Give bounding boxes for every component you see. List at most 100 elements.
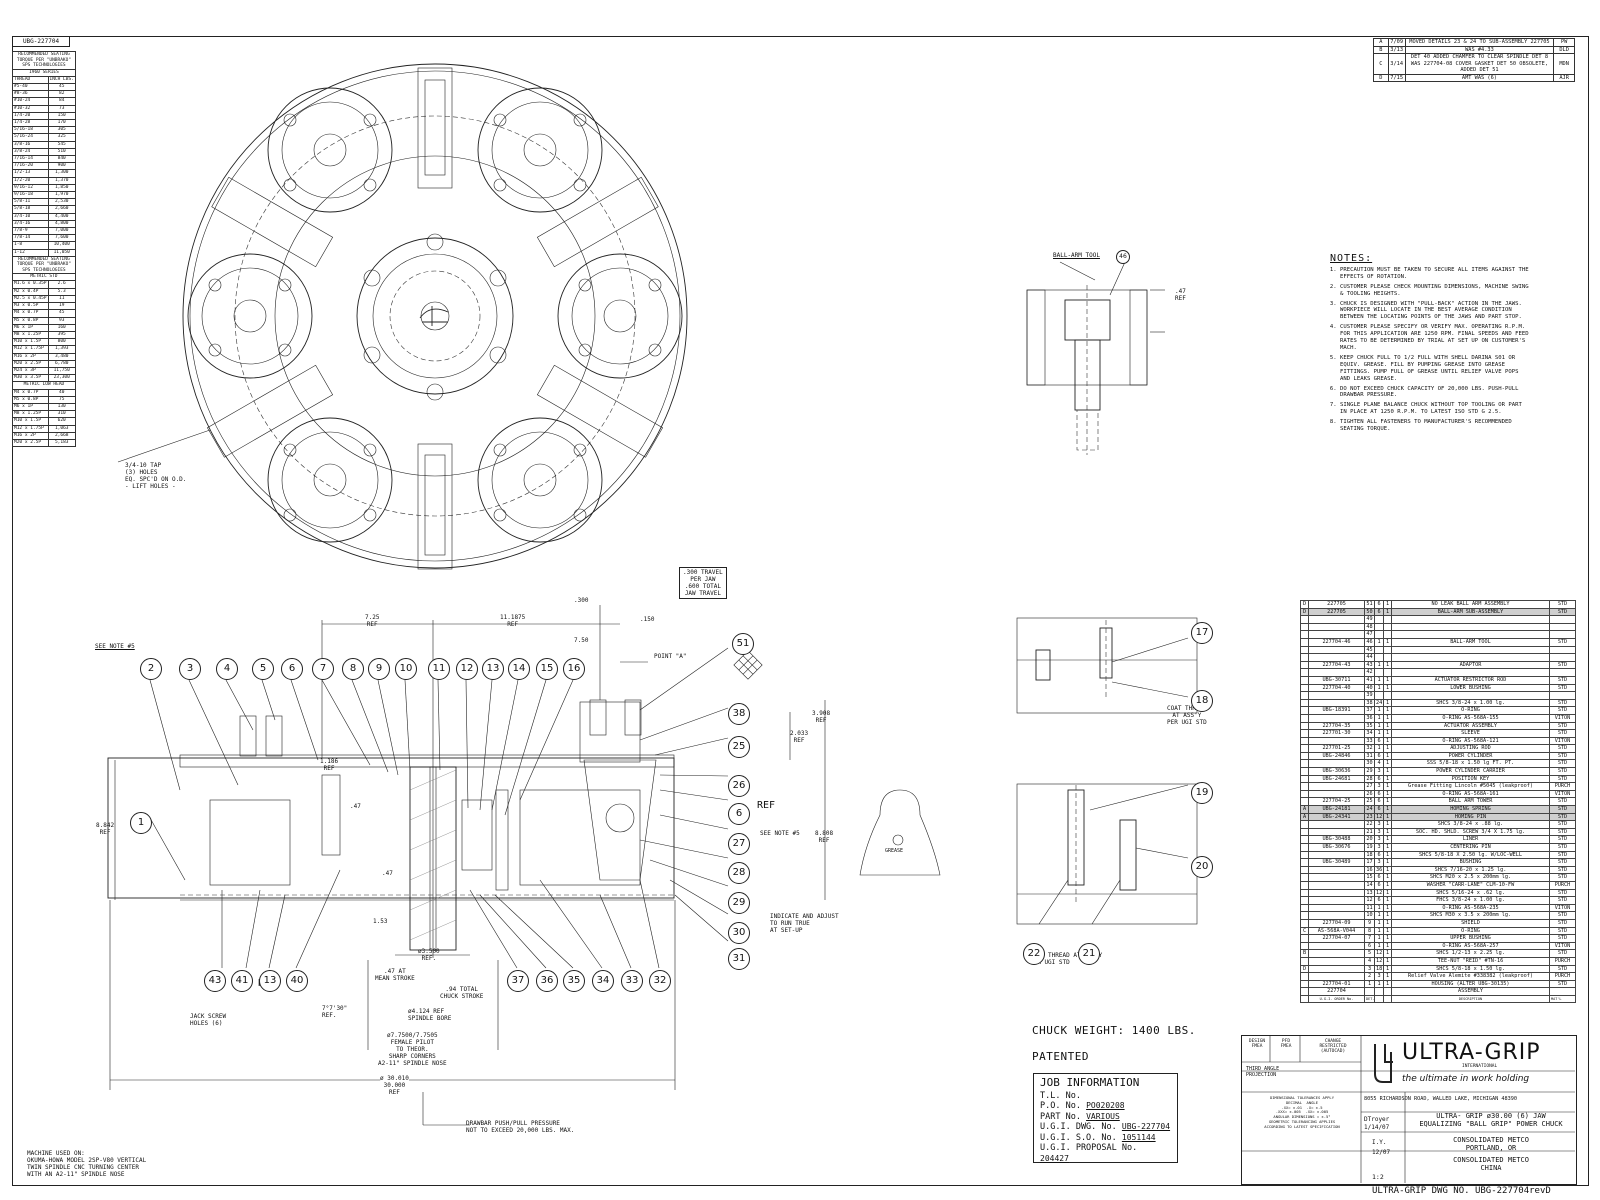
bom-desc: LOWER BUSHING [1391, 683, 1550, 693]
torque-thread: 5/16-24 [12, 133, 49, 142]
bom-det: 9 [1364, 918, 1375, 928]
bom-det: 47 [1364, 630, 1375, 639]
metric-torque-value: 23,300 [47, 374, 76, 383]
bom-part: UBG-24846 [1308, 751, 1365, 761]
bom-det: 40 [1364, 683, 1375, 693]
bom-mat: STD [1549, 850, 1576, 860]
bom-mk [1300, 918, 1309, 928]
bom-u: 1 [1383, 918, 1392, 928]
balloon-callout: 1 [130, 812, 152, 834]
bom-qty: 3 [1374, 827, 1384, 837]
bom-mk: D [1300, 600, 1309, 609]
bom-u: 1 [1383, 736, 1392, 746]
low-head-torque-value: 1,063 [47, 424, 76, 433]
torque-value: 11,050 [47, 248, 76, 257]
bom-desc: SHCS 5/8-18 x 1.50 lg. [1391, 964, 1550, 974]
bom-qty: 6 [1374, 797, 1384, 807]
bom-det: 26 [1364, 789, 1375, 799]
bom-mat [1549, 630, 1576, 639]
bom-u: 1 [1383, 812, 1392, 822]
bom-u: 1 [1383, 600, 1392, 609]
bom-qty: 1 [1374, 706, 1384, 715]
bom-det: 41 [1364, 675, 1375, 685]
bom-det: 49 [1364, 615, 1375, 624]
third-angle-projection: THIRD ANGLE PROJECTION [1246, 1066, 1280, 1078]
bom-det: 27 [1364, 782, 1375, 791]
bom-col-det: DET. [1364, 994, 1375, 1004]
bom-desc: O-RING [1391, 706, 1550, 715]
torque-thread: 3/4-16 [12, 219, 49, 228]
bom-mat: PURCH [1549, 880, 1576, 890]
bom-u: 1 [1383, 820, 1392, 829]
torque-thread: 5/16-18 [12, 126, 49, 135]
bom-u: 1 [1383, 926, 1392, 936]
torque-col-value: INCH LBS. [47, 75, 76, 84]
balloon-callout: 2 [140, 658, 162, 680]
bom-desc [1391, 630, 1550, 639]
balloon-callout: 40 [286, 970, 308, 992]
metric-torque-value: 19 [47, 302, 76, 311]
bom-mk [1300, 850, 1309, 860]
so-value: 1051144 [1121, 1132, 1156, 1142]
balloon-callout: 18 [1191, 690, 1213, 712]
bom-qty [1374, 630, 1384, 639]
job-information-box: JOB INFORMATION T.L. No. P.O. No. PO0202… [1033, 1073, 1178, 1163]
bom-qty [1374, 645, 1384, 655]
bom-desc: O-RING [1391, 926, 1550, 936]
dim-angle: 7°7'30" REF. [322, 1005, 348, 1019]
bom-row: 47 [1300, 630, 1576, 639]
revision-sym: B [1373, 45, 1389, 54]
bom-u: 1 [1383, 759, 1392, 769]
metric-std-label: METRIC STD [12, 273, 76, 282]
bom-mk [1300, 782, 1309, 791]
bom-mat: VITON [1549, 736, 1576, 746]
bom-desc: POSITION KEY [1391, 774, 1550, 784]
bom-mk [1300, 637, 1309, 647]
dim-3-908: 3.908 REF [812, 710, 831, 724]
torque-thread: #8-36 [12, 90, 49, 99]
bom-part [1308, 949, 1365, 958]
bom-qty: 6 [1374, 850, 1384, 860]
bom-u: 1 [1383, 698, 1392, 708]
bom-u: 1 [1383, 675, 1392, 685]
bom-part: 227704-43 [1308, 660, 1365, 670]
note-item: Precaution must be taken to secure all i… [1340, 267, 1530, 281]
note-item: Single plane balance chuck without top t… [1340, 402, 1530, 416]
detail-view-19-20 [1016, 783, 1198, 925]
dim-300: .300 [574, 597, 589, 604]
bom-desc: Relief Valve Alemite #338382 (leakproof) [1391, 972, 1550, 981]
bom-qty: 1 [1374, 729, 1384, 738]
bom-part: 227704-09 [1308, 918, 1365, 928]
balloon-callout: 43 [204, 970, 226, 992]
bom-desc: SHCS 3/8-24 x 1.00 lg. [1391, 698, 1550, 708]
bom-det: 29 [1364, 767, 1375, 776]
note-item: Keep chuck full to 1/2 full with Shell D… [1340, 355, 1530, 383]
bom-part: 227701-25 [1308, 744, 1365, 753]
bom-desc [1391, 668, 1550, 677]
bom-part: AS-568A-V044 [1308, 926, 1365, 936]
bom-qty: 6 [1374, 896, 1384, 905]
bom-mat [1549, 691, 1576, 700]
bom-mk [1300, 691, 1309, 700]
metric-torque-value: 93 [47, 316, 76, 325]
torque-value: 10,400 [47, 241, 76, 250]
bom-mat: STD [1549, 759, 1576, 769]
dim-11-1875: 11.1875 REF [500, 614, 526, 628]
metric-torque-value: 3,480 [47, 352, 76, 361]
bom-part [1308, 668, 1365, 677]
bom-part [1308, 630, 1365, 639]
